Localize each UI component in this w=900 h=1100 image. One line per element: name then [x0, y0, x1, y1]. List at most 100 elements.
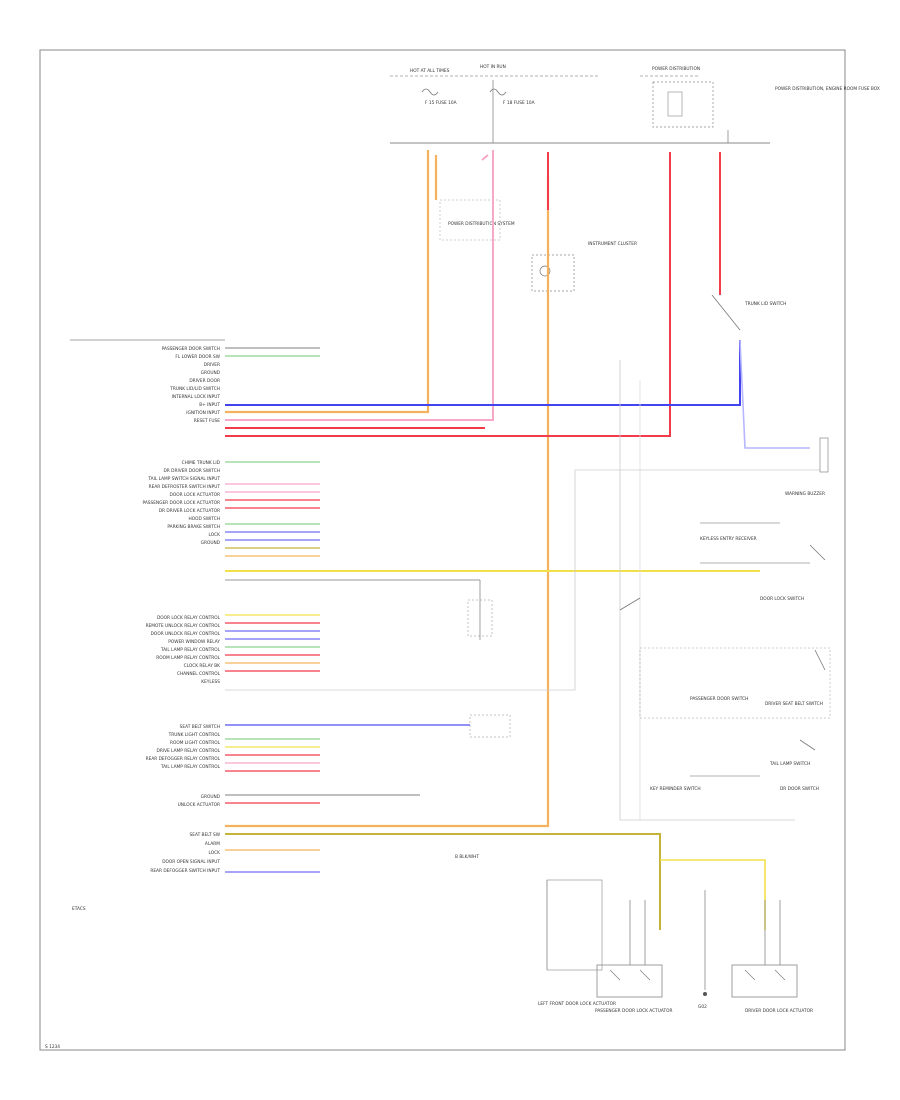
wire-grey-right	[225, 360, 820, 821]
ecm-pin-label: TRUNK LIGHT CONTROL	[168, 732, 221, 738]
trunk-lid-switch-label: TRUNK LID SWITCH	[744, 301, 786, 307]
ecm-pin-label: DRIVE LAMP RELAY CONTROL	[157, 748, 221, 754]
instrument-cluster: INSTRUMENT CLUSTER	[531, 241, 637, 292]
tail-lamp-switch-label: TAIL LAMP SWITCH	[769, 761, 810, 767]
ecm-pin-label: SEAT BELT SW	[190, 832, 221, 838]
ecm-pin-label: TRUNK LID/LID SWITCH	[169, 386, 220, 392]
ecm-pin-label: CHANNEL CONTROL	[177, 671, 221, 677]
driver-seat-belt-switch: DRIVER SEAT BELT SWITCH PASSENGER DOOR S…	[639, 647, 831, 719]
passenger-door-label: PASSENGER DOOR LOCK ACTUATOR	[595, 1008, 673, 1014]
ecm-pin-label: KEYLESS	[201, 679, 220, 685]
power-distribution-system: POWER DISTRIBUTION SYSTEM	[439, 199, 515, 241]
door-lock-switch: DOOR LOCK SWITCH	[700, 544, 826, 602]
fuse-box-title: POWER DISTRIBUTION, ENGINE ROOM FUSE BOX	[775, 86, 880, 92]
ecm-pin-label: DR DRIVER DOOR SWITCH	[164, 468, 221, 474]
fuse-right-symbol	[489, 88, 507, 96]
ecm-pin-label: ALARM	[205, 841, 220, 847]
ecm-pin-label: REAR DEFOGGER RELAY CONTROL	[146, 756, 221, 762]
ground-label: G02	[698, 1004, 707, 1010]
ecu-tag: ETACS	[72, 906, 86, 912]
ecm-pin-label: GROUND	[201, 370, 221, 376]
hot-at-all-times-label: HOT AT ALL TIMES	[410, 68, 450, 74]
ecm-pin-label: DOOR UNLOCK RELAY CONTROL	[151, 631, 221, 637]
ecm-pin-label: PASSENGER DOOR LOCK ACTUATOR	[143, 500, 221, 506]
ecm-group-4: SEAT BELT SWITCH TRUNK LIGHT CONTROL ROOM …	[146, 724, 221, 770]
ecm-pin-label: ROOM LAMP RELAY CONTROL	[156, 655, 220, 661]
ecm-pin-label: GROUND	[201, 540, 221, 546]
passenger-lock-switch-mid	[469, 714, 511, 738]
wire-blue	[225, 340, 741, 406]
ecm-pin-label: HOOD SWITCH	[188, 516, 220, 522]
driver-door-label: DRIVER DOOR LOCK ACTUATOR	[745, 1008, 813, 1014]
power-dist-box	[652, 81, 714, 128]
ecm-group-6: SEAT BELT SW ALARM LOCK DOOR OPEN SIGNAL IN…	[150, 832, 220, 874]
ecm-pin-label: ROOM LIGHT CONTROL	[170, 740, 221, 746]
power-dist-label: POWER DISTRIBUTION	[652, 66, 700, 72]
key-reminder-label: KEY REMINDER SWITCH	[650, 786, 701, 792]
ecm-pin-label: IGNITION INPUT	[186, 410, 220, 416]
left-lock-label: LEFT FRONT DOOR LOCK ACTUATOR	[538, 1001, 616, 1007]
ecm-pin-label: DRIVER DOOR	[189, 378, 220, 384]
warning-buzzer: WARNING BUZZER	[785, 437, 829, 497]
ecm-pin-label: TAIL LAMP RELAY CONTROL	[160, 647, 221, 653]
ground-switch-mid	[619, 597, 641, 611]
hot-in-run-label: HOT IN RUN	[480, 64, 506, 70]
trunk-lid-switch: TRUNK LID SWITCH	[711, 294, 786, 331]
fuse-left-symbol	[421, 88, 439, 96]
ecm-group-3: DOOR LOCK RELAY CONTROL REMOTE UNLOCK REL…	[146, 615, 221, 685]
ecm-pin-label: DOOR LOCK RELAY CONTROL	[157, 615, 221, 621]
pin-stubs	[225, 347, 480, 873]
key-reminder-switch: KEY REMINDER SWITCH DR DOOR SWITCH	[650, 775, 819, 792]
wire-orange	[225, 150, 550, 828]
ecm-pin-label: PARKING BRAKE SWITCH	[167, 524, 220, 530]
dr-door-switch-label: DR DOOR SWITCH	[780, 786, 819, 792]
passenger-door-switch-label: PASSENGER DOOR SWITCH	[690, 696, 748, 702]
instrument-cluster-label: INSTRUMENT CLUSTER	[588, 241, 637, 247]
ecm-pin-label: CLOCK RELAY BK	[184, 663, 221, 669]
ecm-pin-label: CHIME TRUNK LID	[182, 460, 221, 466]
wire-tag-olive: B BLK/WHT	[455, 854, 479, 860]
left-front-door-actuator: LEFT FRONT DOOR LOCK ACTUATOR	[538, 879, 616, 1007]
fuse-right-label: F 18 FUSE 10A	[503, 100, 535, 106]
ecm-pin-label: INTERNAL LOCK INPUT	[172, 394, 221, 400]
door-lock-switch-label: DOOR LOCK SWITCH	[760, 596, 804, 602]
ecm-pin-label: DRIVER	[204, 362, 220, 368]
wire-red	[225, 152, 671, 437]
wire-pink	[225, 150, 494, 421]
ecm-group-2: CHIME TRUNK LID DR DRIVER DOOR SWITCH TAIL…	[143, 460, 221, 546]
ecm-pin-label: REAR DEFROSTER SWITCH INPUT	[149, 484, 221, 490]
ecm-pin-label: LOCK	[209, 532, 221, 538]
ecm-pin-label: LOCK	[209, 850, 221, 856]
keyless-receiver: KEYLESS ENTRY RECEIVER	[700, 522, 780, 542]
ground-symbol-mid	[467, 580, 493, 640]
wire-olive	[225, 833, 661, 930]
ecm-pin-label: TAIL LAMP RELAY CONTROL	[160, 764, 221, 770]
power-distribution-label: POWER DISTRIBUTION SYSTEM	[448, 221, 515, 227]
ecm-pin-label: REAR DEFOGGER SWITCH INPUT	[150, 868, 220, 874]
fuse-left-label: F 15 FUSE 10A	[425, 100, 457, 106]
footer-code: S 1234	[45, 1044, 60, 1050]
ecm-pin-label: POWER WINDOW RELAY	[168, 639, 220, 645]
tail-lamp-switch: TAIL LAMP SWITCH	[769, 739, 816, 767]
ecm-pin-label: DOOR LOCK ACTUATOR	[170, 492, 220, 498]
ecm-pin-label: FL LOWER DOOR SW	[175, 354, 220, 360]
top-fuse-area: HOT AT ALL TIMES HOT IN RUN POWER DISTRI…	[390, 64, 880, 144]
ecm-pin-label: SEAT BELT SWITCH	[180, 724, 220, 730]
ecm-pin-label: UNLOCK ACTUATOR	[178, 802, 220, 808]
bottom-vertical-wires	[629, 900, 781, 965]
warning-buzzer-label: WARNING BUZZER	[785, 491, 825, 497]
driver-door-actuator: DRIVER DOOR LOCK ACTUATOR	[731, 964, 813, 1014]
ecm-pin-label: REMOTE UNLOCK RELAY CONTROL	[146, 623, 221, 629]
ecm-pin-label: DOOR OPEN SIGNAL INPUT	[162, 859, 220, 865]
ecm-group-5: GROUND UNLOCK ACTUATOR	[178, 794, 221, 808]
wire-lightblue	[739, 339, 810, 449]
ecm-pin-label: GROUND	[201, 794, 221, 800]
ground-g02: G02	[698, 890, 707, 1010]
diagram-border	[39, 49, 846, 1051]
ecm-pin-label: B+ INPUT	[199, 402, 220, 408]
wire-yellow-bottom	[660, 859, 766, 930]
ecm-pin-label: TAIL LAMP SWITCH SIGNAL INPUT	[147, 476, 220, 482]
wire-red-right	[225, 152, 721, 429]
